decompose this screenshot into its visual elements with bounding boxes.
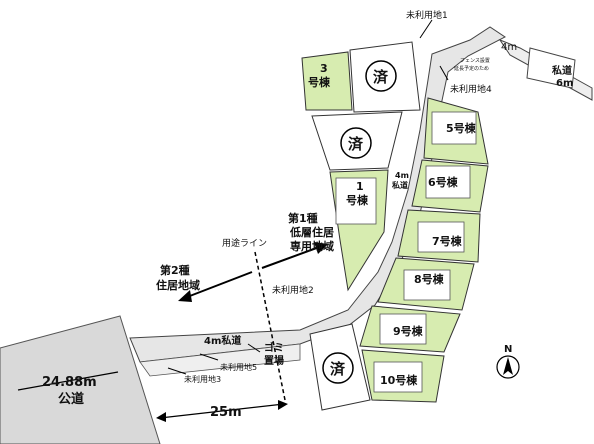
label-fence-2: 延長予定のため — [454, 65, 489, 72]
sold-top-text: 済 — [373, 68, 389, 86]
zone2-arrow — [181, 271, 253, 300]
public-road — [0, 315, 161, 444]
leader-garbage — [247, 343, 261, 353]
lot-5-label: 5号棟 — [446, 121, 477, 135]
sold-bottom-text: 済 — [330, 360, 346, 378]
building-footprints — [335, 111, 477, 393]
sold-mark-top — [365, 60, 397, 92]
zone1-line2: 低層住居 — [289, 225, 334, 239]
lot-8-label: 8号棟 — [414, 272, 445, 286]
lot-6-label: 6号棟 — [428, 175, 459, 189]
zone2-line1: 第2種 — [160, 263, 190, 277]
distance-dimension — [159, 403, 285, 419]
road-4m-mid-b: 私道 — [391, 180, 408, 190]
lot-3 — [301, 51, 353, 111]
label-unused5: 未利用地5 — [220, 362, 257, 372]
zone1-arrowhead — [314, 242, 328, 254]
zone1-arrow — [261, 245, 323, 269]
public-road-width: 24.88m — [42, 375, 97, 390]
distance-label: 25m — [210, 405, 242, 420]
sold-mark-bottom — [322, 352, 354, 384]
label-unused1: 未利用地1 — [406, 9, 448, 21]
distance-arrow-left — [156, 412, 166, 422]
sold-mark-middle — [340, 127, 372, 159]
lot-7-label: 7号棟 — [432, 234, 463, 248]
label-road-6m-b: 6m — [556, 78, 573, 89]
leader-unused4 — [439, 65, 449, 81]
label-unused2: 未利用地2 — [272, 284, 314, 296]
leader-unused1 — [419, 19, 433, 39]
zone2-arrowhead — [178, 290, 192, 302]
public-road-label: 公道 — [58, 391, 84, 407]
private-road — [129, 26, 506, 363]
zone1-line1: 第1種 — [288, 211, 318, 225]
road-4m-mid-a: 4m — [395, 171, 409, 180]
label-road-6m-a: 私道 — [551, 64, 572, 77]
label-garbage-a: ゴミ — [264, 341, 284, 354]
lot-3-suffix: 号棟 — [308, 75, 331, 89]
zone2-line2: 住居地域 — [156, 278, 200, 292]
lot-10-label: 10号棟 — [380, 373, 418, 387]
north-arrow — [496, 355, 520, 379]
zone1-line3: 専用地域 — [290, 239, 334, 253]
road-width-dimension — [17, 371, 119, 391]
lot-3-number: 3 — [320, 62, 328, 75]
zone-line-label: 用途ライン — [222, 237, 267, 249]
label-road-4m-top: 4m — [501, 42, 517, 53]
leader-unused3 — [167, 367, 187, 375]
label-road-4m-bottom: 4m私道 — [204, 334, 241, 347]
sold-middle-text: 済 — [348, 135, 364, 153]
lot-1-number: 1 — [356, 180, 364, 193]
label-garbage-b: 置場 — [264, 354, 284, 367]
zoning-boundary-line — [254, 251, 286, 401]
lot-9-label: 9号棟 — [393, 324, 424, 338]
north-label: N — [504, 344, 512, 355]
label-fence-1: フェンス設置 — [460, 57, 490, 64]
side-road-block — [526, 47, 576, 89]
leader-unused5 — [199, 353, 219, 361]
label-unused3: 未利用地3 — [184, 374, 221, 384]
label-unused4: 未利用地4 — [450, 83, 492, 95]
lot-1-suffix: 号棟 — [346, 193, 369, 207]
distance-arrow-right — [278, 400, 288, 410]
